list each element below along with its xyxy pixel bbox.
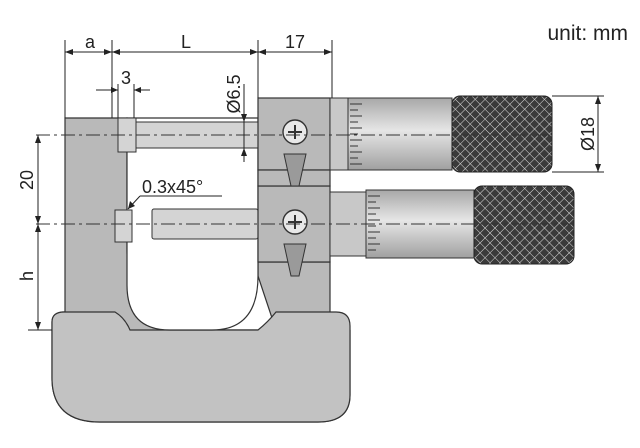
dim-label-3: 3: [121, 68, 131, 88]
upper-thimble: [347, 97, 453, 171]
dim-label-d65: Ø6.5: [224, 74, 244, 113]
dim-label-d18: Ø18: [578, 117, 598, 151]
lower-lock-lever: [283, 243, 307, 277]
lower-lock-screw: [282, 209, 308, 235]
chamfer-leader: [127, 195, 222, 210]
dim-d18: [552, 95, 604, 173]
dim-d65: [241, 84, 247, 162]
dim-label-chamfer: 0.3x45°: [142, 177, 203, 197]
dim-label-L: L: [181, 32, 191, 52]
left-dimensions: [28, 135, 52, 331]
upper-lock-lever: [283, 153, 307, 187]
top-dimensions: [64, 40, 333, 118]
dim-label-a: a: [85, 32, 96, 52]
lower-graduation-ticks: [368, 195, 380, 251]
upper-lock-screw: [282, 119, 308, 145]
upper-graduation-ticks: [350, 103, 362, 165]
dim-label-17: 17: [285, 32, 305, 52]
dim-label-20: 20: [17, 170, 37, 190]
lower-ratchet-knurl: [473, 185, 575, 265]
dim-3: [96, 84, 150, 118]
dim-label-h: h: [17, 271, 37, 281]
unit-label: unit: mm: [547, 22, 628, 45]
lower-anvil: [114, 209, 133, 243]
upper-ratchet-knurl: [451, 95, 553, 173]
upper-sleeve-collar: [329, 97, 349, 171]
frame-cup: [51, 311, 351, 423]
